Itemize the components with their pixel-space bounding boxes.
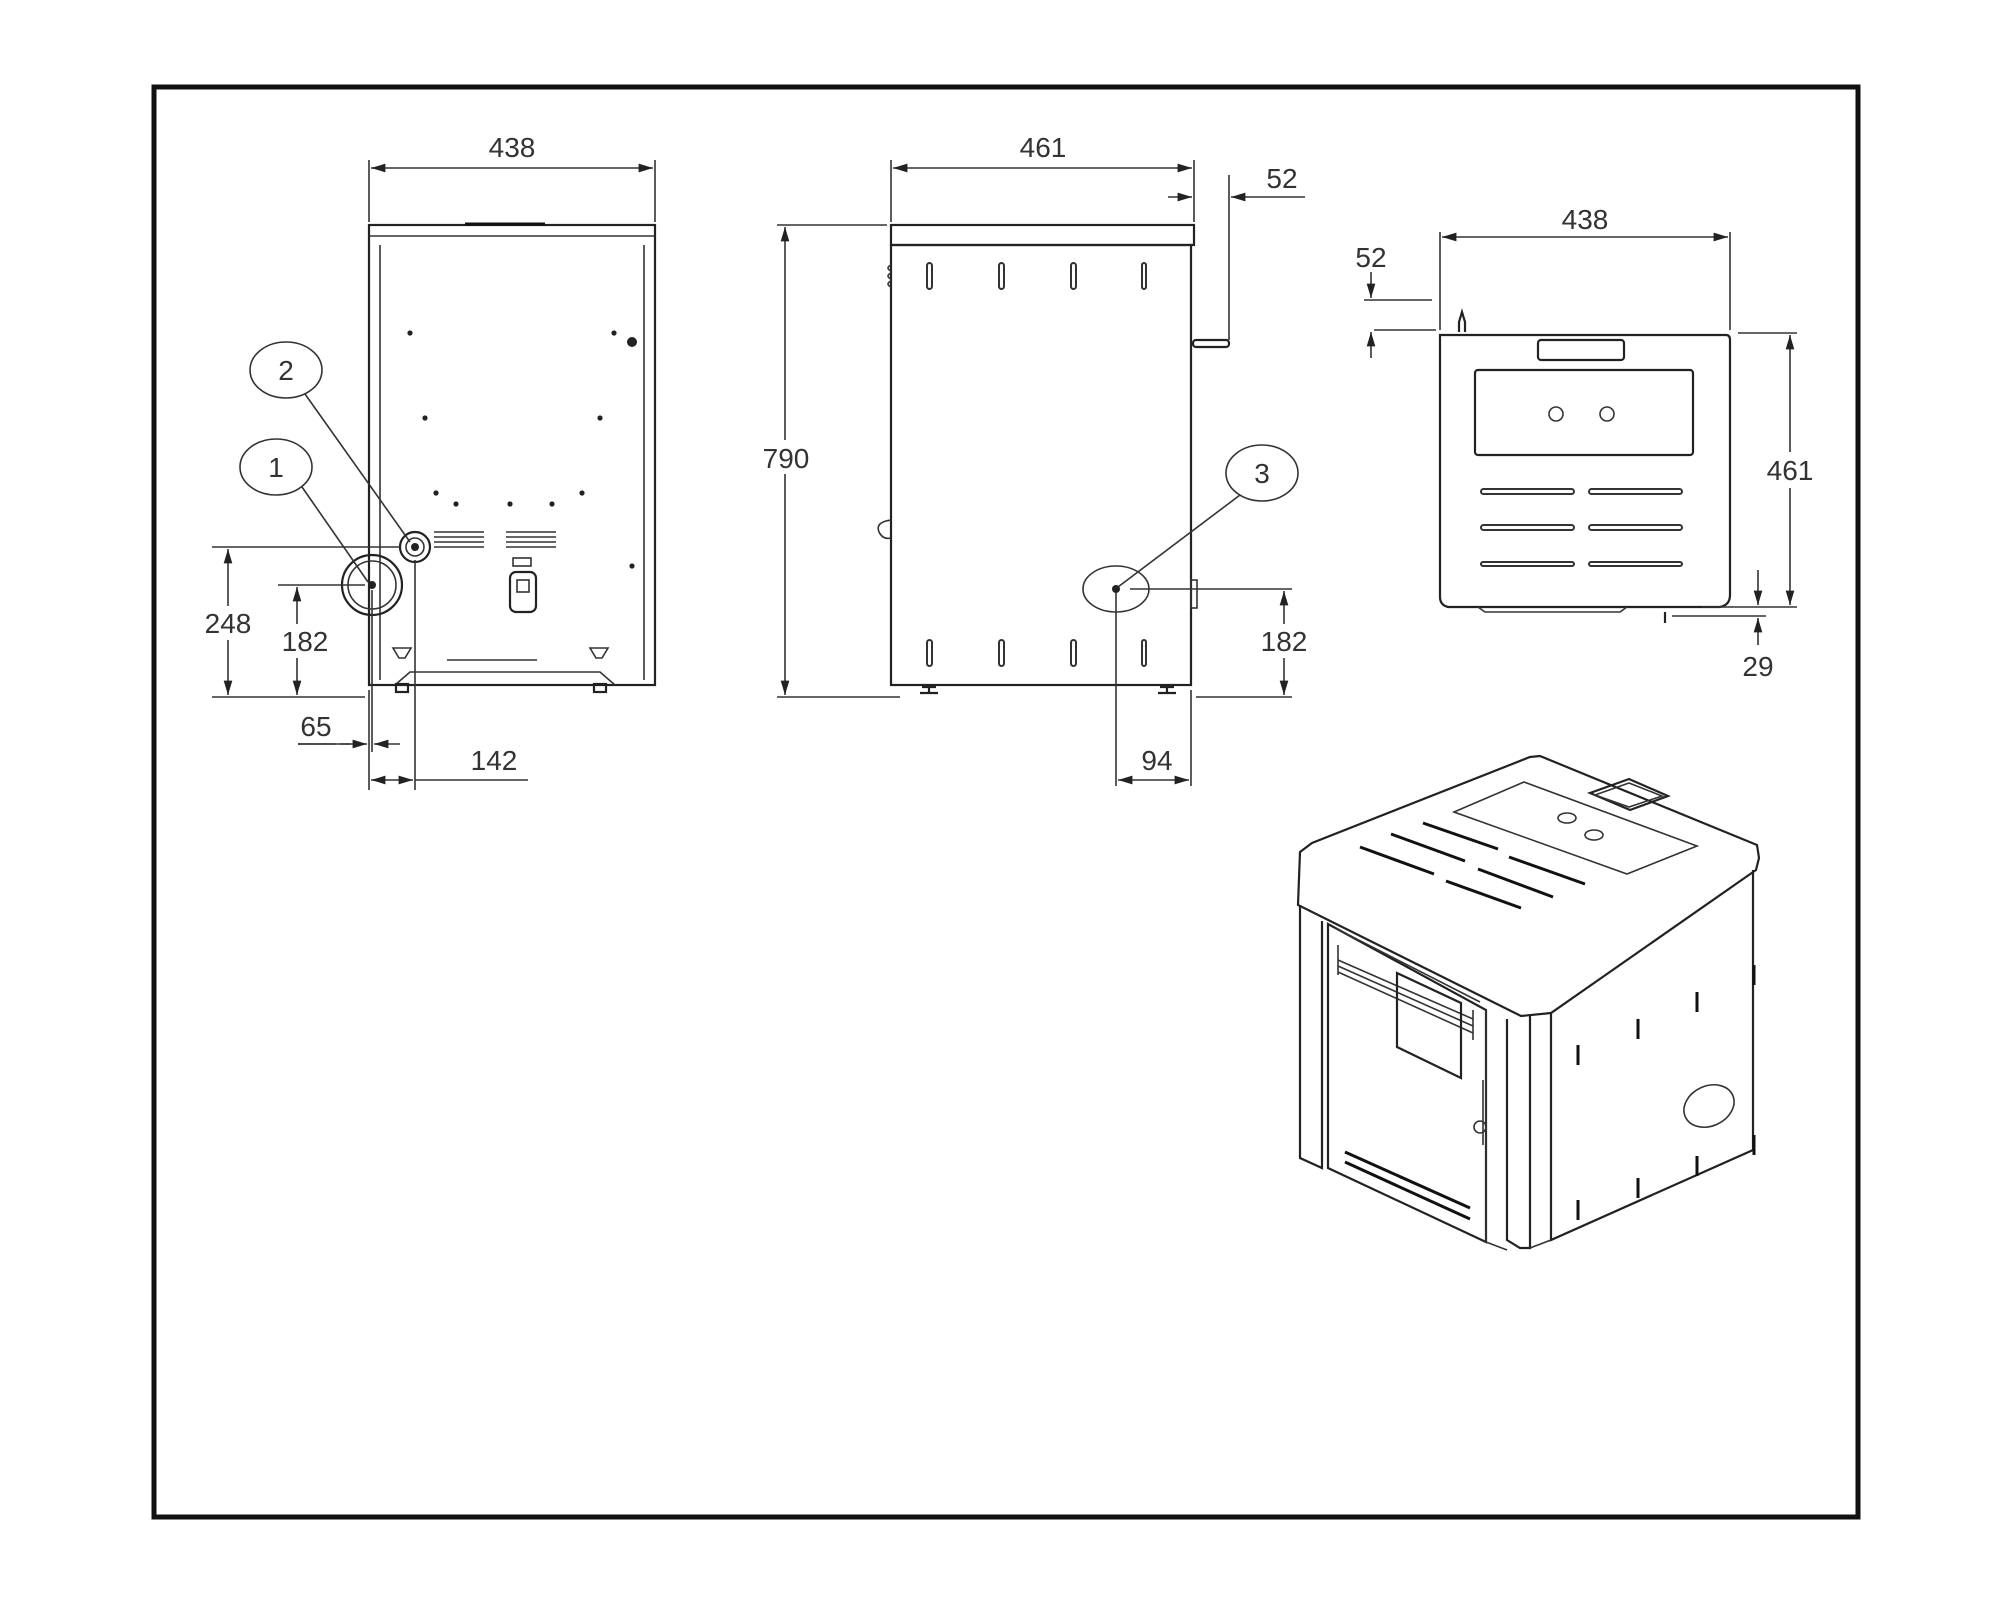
rear-vent-grill bbox=[434, 531, 556, 548]
dim-flue-1-offset: 65 bbox=[300, 711, 331, 742]
dim-flue-1-height: 182 bbox=[282, 626, 329, 657]
side-view: 461 52 790 3 182 94 bbox=[755, 132, 1313, 786]
iso-right-face bbox=[1549, 870, 1755, 1242]
dim-side-handle-projection: 52 bbox=[1266, 163, 1297, 194]
callout-1-bubble bbox=[239, 438, 313, 496]
isometric-view bbox=[1296, 754, 1761, 1251]
dim-top-rear-projection: 52 bbox=[1355, 242, 1386, 273]
callout-3-label: 3 bbox=[1254, 458, 1270, 489]
callout-1-label: 1 bbox=[268, 452, 284, 483]
dim-connector-3-offset: 94 bbox=[1141, 745, 1172, 776]
iso-top-face bbox=[1296, 754, 1761, 1018]
dim-top-depth: 461 bbox=[1767, 455, 1814, 486]
rear-body-outline bbox=[367, 223, 657, 687]
dim-connector-3-height: 182 bbox=[1261, 626, 1308, 657]
dim-side-depth: 461 bbox=[1020, 132, 1067, 163]
dim-rear-width: 438 bbox=[489, 132, 536, 163]
callout-2-label: 2 bbox=[278, 355, 294, 386]
side-top-cap bbox=[889, 223, 1196, 247]
callout-3-bubble bbox=[1225, 444, 1299, 502]
dim-total-height: 790 bbox=[763, 443, 810, 474]
iso-flue-hole bbox=[1683, 1084, 1735, 1128]
top-view: 438 52 461 29 bbox=[1355, 204, 1818, 682]
callout-2-bubble bbox=[249, 341, 323, 399]
dim-top-front-projection: 29 bbox=[1742, 651, 1773, 682]
top-vent-slots bbox=[1480, 488, 1683, 567]
dim-top-width: 438 bbox=[1562, 204, 1609, 235]
dim-connector-2-offset: 142 bbox=[471, 745, 518, 776]
dim-connector-2-height: 248 bbox=[205, 608, 252, 639]
top-body-outline bbox=[1438, 333, 1732, 609]
rear-view: 438 2 1 248 182 65 142 bbox=[200, 132, 657, 790]
drawing-frame bbox=[151, 84, 1861, 1520]
side-body-outline bbox=[889, 243, 1193, 687]
